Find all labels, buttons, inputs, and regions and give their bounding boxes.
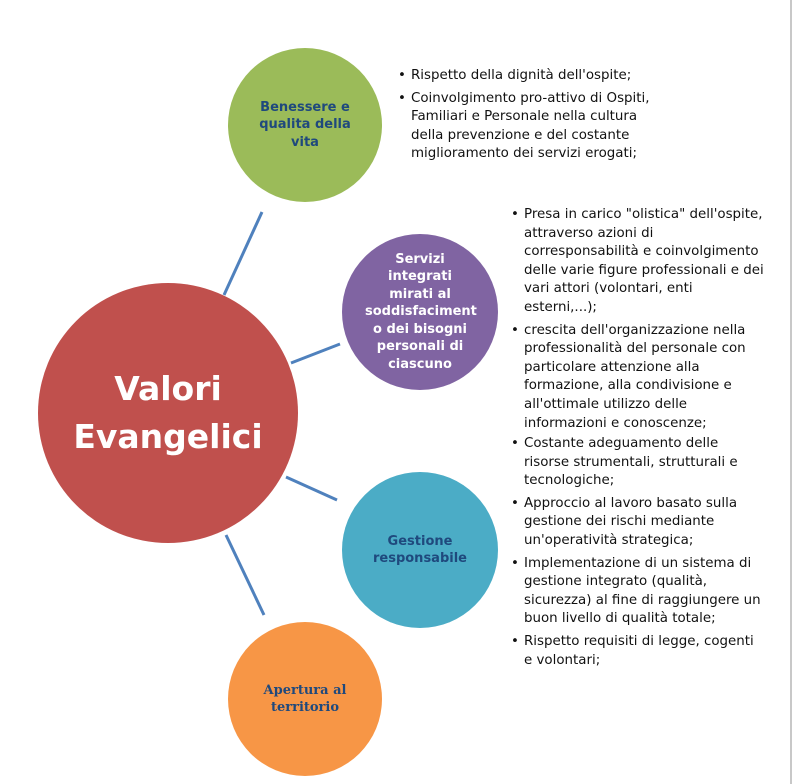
connector-orange [224, 534, 266, 616]
bullets-benessere: Rispetto della dignità dell'ospite; Coin… [397, 67, 661, 168]
node-label: Benessere e qualita della vita [259, 99, 351, 150]
center-label-line2: Evangelici [73, 417, 263, 456]
bullet-item: Coinvolgimento pro-attivo di Ospiti, Fam… [398, 90, 661, 164]
bullet-item: Rispetto requisiti di legge, cogenti e v… [511, 633, 764, 670]
bullets-servizi: Presa in carico "olistica" dell'ospite, … [510, 206, 764, 437]
bullet-item: Presa in carico "olistica" dell'ospite, … [511, 206, 764, 318]
center-label-line1: Valori [114, 369, 222, 408]
page-edge [790, 0, 792, 784]
node-gestione-responsabile: Gestione responsabile [342, 472, 498, 628]
node-label: Gestione responsabile [372, 533, 467, 567]
connector-green [222, 211, 264, 296]
bullet-item: Rispetto della dignità dell'ospite; [398, 67, 661, 86]
node-benessere: Benessere e qualita della vita [228, 48, 382, 202]
node-label: Apertura al territorio [263, 682, 347, 716]
bullet-item: crescita dell'organizzazione nella profe… [511, 322, 764, 434]
node-apertura-territorio: Apertura al territorio [228, 622, 382, 776]
connector-teal [285, 475, 338, 502]
node-label: Servizi integrati mirati al soddisfacime… [365, 251, 477, 372]
bullet-item: Approccio al lavoro basato sulla gestion… [511, 495, 764, 551]
bullet-item: Costante adeguamento delle risorse strum… [511, 435, 764, 491]
node-servizi-integrati: Servizi integrati mirati al soddisfacime… [342, 234, 498, 390]
bullets-gestione: Costante adeguamento delle risorse strum… [510, 435, 764, 674]
connector-purple [290, 342, 341, 365]
bullet-item: Implementazione di un sistema di gestion… [511, 555, 764, 629]
